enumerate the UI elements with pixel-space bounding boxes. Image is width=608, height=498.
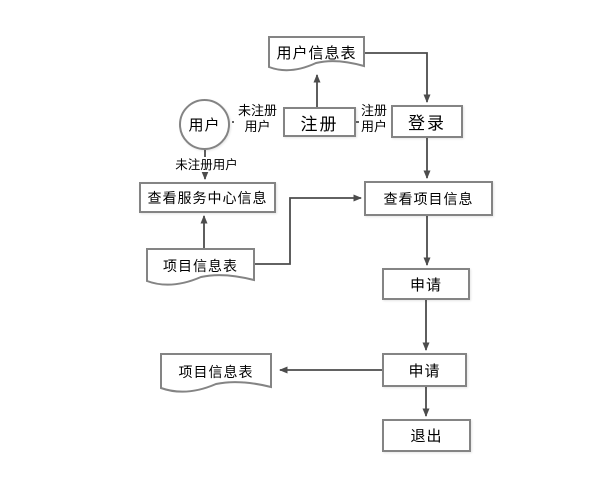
node-label: 申请 <box>408 361 441 380</box>
connector-project-table1-to-view-project-info <box>255 194 362 265</box>
node-view-project-info: 查看项目信息 <box>364 181 493 216</box>
node-label: 项目信息表 <box>178 364 254 381</box>
node-project-info-table-1: 项目信息表 <box>146 248 255 292</box>
node-label: 申请 <box>409 275 442 294</box>
node-register: 注册 <box>283 107 356 137</box>
document-shape <box>146 248 255 286</box>
node-label: 查看服务中心信息 <box>147 190 268 207</box>
node-label: 注册 <box>300 114 339 135</box>
edge-label-unregistered-user-side: 未注册 用户 <box>234 104 281 136</box>
connector-user-info-table-to-login <box>365 52 431 103</box>
edge-label-unregistered-user-below: 未注册用户 <box>168 157 245 173</box>
node-project-info-table-2: 项目信息表 <box>160 353 272 399</box>
document-shape <box>268 36 365 72</box>
edge-label-registered-user: 注册 用户 <box>359 104 389 136</box>
node-label: 用户 <box>188 116 221 134</box>
node-user: 用户 <box>179 99 230 150</box>
node-apply-2: 申请 <box>382 353 467 387</box>
node-apply-1: 申请 <box>382 268 470 300</box>
document-shape <box>160 353 272 393</box>
node-view-service-center-info: 查看服务中心信息 <box>139 182 276 213</box>
node-user-info-table: 用户信息表 <box>268 36 365 77</box>
node-label: 项目信息表 <box>163 258 238 275</box>
node-login: 登录 <box>391 105 463 138</box>
node-label: 查看项目信息 <box>383 191 474 208</box>
node-label: 登录 <box>408 114 446 134</box>
node-label: 用户信息表 <box>276 44 357 62</box>
node-label: 退出 <box>410 427 443 445</box>
node-exit: 退出 <box>382 419 471 452</box>
